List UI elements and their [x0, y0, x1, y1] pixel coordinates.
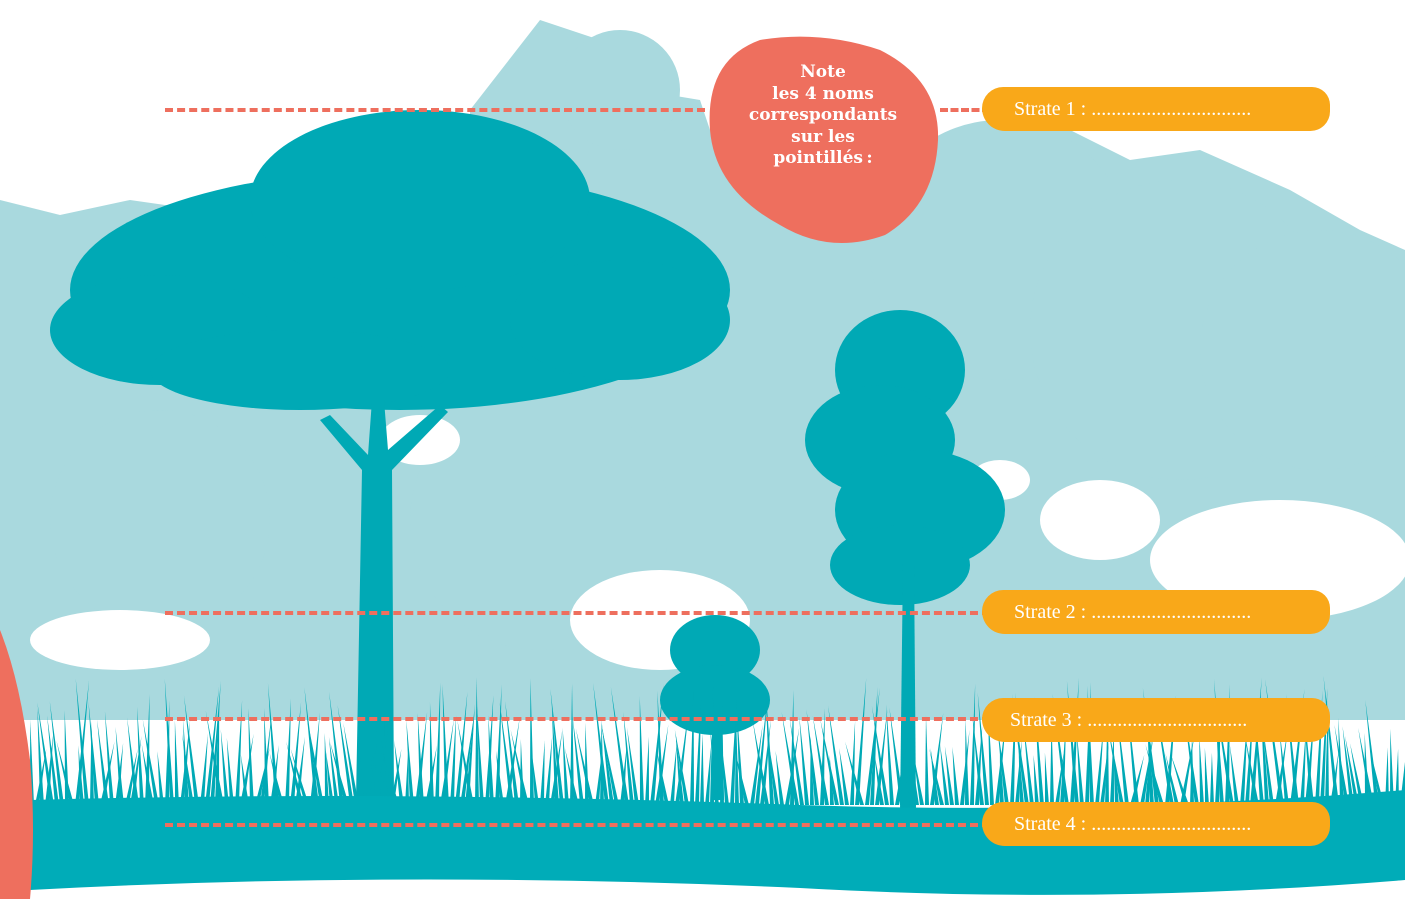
strate-4-line: [165, 823, 990, 827]
strate-1-line: [165, 108, 705, 112]
note-line: les 4 noms: [772, 83, 874, 104]
tall-tree: [50, 110, 730, 800]
strate-3-line: [165, 717, 990, 721]
instruction-note: Note les 4 noms correspondants sur les p…: [708, 62, 938, 170]
strate-1-blank: ................................: [1091, 98, 1252, 120]
grass-layer: [17, 675, 1405, 805]
note-line: sur les: [791, 126, 855, 147]
strate-2-blank: ................................: [1091, 601, 1252, 623]
note-line: correspondants: [748, 105, 898, 125]
note-line: pointillés :: [773, 148, 873, 168]
strate-1-label: Strate 1 :: [1014, 98, 1087, 120]
strate-4-blank: ................................: [1091, 813, 1252, 835]
note-bubble: [709, 36, 939, 243]
left-coral-edge: [0, 630, 33, 899]
strate-2-field[interactable]: Strate 2 : .............................…: [982, 590, 1330, 634]
strate-1-field[interactable]: Strate 1 : .............................…: [982, 87, 1330, 131]
strate-2-line: [165, 611, 990, 615]
strate-1-line-right: [940, 108, 990, 112]
strate-3-label: Strate 3 :: [1010, 709, 1083, 731]
strate-4-field[interactable]: Strate 4 : .............................…: [982, 802, 1330, 846]
strate-4-label: Strate 4 :: [1014, 813, 1087, 835]
pine-tree: [805, 310, 1005, 810]
note-line: Note: [800, 62, 846, 82]
strate-2-label: Strate 2 :: [1014, 601, 1087, 623]
strate-3-blank: ................................: [1087, 709, 1248, 731]
strate-3-field[interactable]: Strate 3 : .............................…: [982, 698, 1330, 742]
